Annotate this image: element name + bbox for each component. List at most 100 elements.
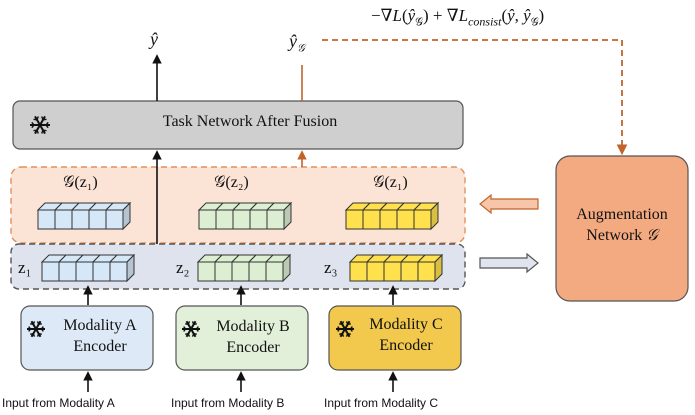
snowflake-branch [36, 116, 39, 121]
cube-front-face [215, 209, 234, 230]
cube-side-face [434, 253, 443, 283]
input-label-c: Input from Modality C [324, 396, 439, 410]
cube-front-face [249, 209, 268, 230]
cube-front-face [231, 261, 250, 282]
cube-front-face [379, 209, 398, 230]
snowflake-branch [187, 333, 191, 337]
augmented-label-a: 𝒢(z₁) [63, 174, 98, 191]
snowflake-branch [341, 333, 345, 337]
cube-front-face [413, 209, 432, 230]
latent-label-z1: z₁ [18, 258, 32, 277]
snowflake-branch [45, 121, 49, 126]
augmented-cubes-b [197, 201, 293, 231]
output-y-hat: ŷ [150, 29, 158, 49]
latent-cubes-z3 [348, 253, 444, 283]
cube-front-face [71, 209, 90, 230]
input-label-a: Input from Modality A [2, 396, 115, 410]
snowflake-branch [191, 333, 195, 337]
cube-front-face [105, 209, 124, 230]
cube-front-face [383, 261, 402, 282]
snowflake-branch [349, 328, 353, 332]
snowflake-branch [36, 333, 40, 337]
snowflake-icon-encoder-b [182, 320, 200, 338]
augmentation-network-label: Augmentation Network 𝒢 [576, 206, 668, 244]
snowflake-branch [33, 118, 38, 121]
latent-label-z3: z₃ [324, 258, 338, 277]
cube-front-face [198, 209, 217, 230]
block-arrow-right [479, 252, 539, 274]
task-network-box [12, 100, 464, 150]
snowflake-branch [40, 328, 44, 332]
snowflake-branch [45, 124, 49, 129]
snowflake-branch [41, 129, 44, 134]
augmented-cubes-a [36, 201, 132, 231]
cube-front-face [214, 261, 233, 282]
feature-cubes [36, 201, 444, 283]
snowflake-branch [345, 321, 349, 325]
cube-front-face [54, 209, 73, 230]
cube-front-face [37, 209, 56, 230]
snowflake-branch [337, 326, 341, 330]
block-arrow-left [479, 193, 539, 215]
output-y-hat-g: ŷ𝒢 [289, 31, 305, 55]
snowflake-icon-encoder-c [336, 320, 354, 338]
latent-cubes-z2 [196, 253, 292, 283]
cube-front-face [266, 209, 285, 230]
cube-front-face [362, 209, 381, 230]
cube-front-face [109, 261, 128, 282]
snowflake-branch [195, 328, 199, 332]
snowflake-branch [337, 328, 341, 332]
cube-front-face [75, 261, 94, 282]
snowflake-branch [32, 321, 36, 325]
cube-front-face [400, 261, 419, 282]
snowflake-center [189, 327, 193, 331]
snowflake-branch [195, 326, 199, 330]
snowflake-branch [33, 129, 38, 132]
cube-front-face [58, 261, 77, 282]
augmented-label-c: 𝒢(z₁) [373, 174, 408, 191]
snowflake-center [343, 327, 347, 331]
snowflake-branch [31, 124, 35, 129]
snowflake-branch [36, 129, 39, 134]
snowflake-branch [42, 118, 47, 121]
snowflake-branch [183, 326, 187, 330]
snowflake-icons [27, 115, 354, 338]
augmented-cubes-c [344, 201, 440, 231]
snowflake-branch [36, 321, 40, 325]
cube-side-face [430, 201, 439, 231]
cube-front-face [248, 261, 267, 282]
cube-front-face [88, 209, 107, 230]
modality-a-encoder-box [20, 305, 154, 371]
snowflake-branch [341, 321, 345, 325]
snowflake-icon-encoder-a [27, 320, 45, 338]
cube-front-face [396, 209, 415, 230]
loss-formula: −∇L(ŷ𝒢) + ∇Lconsist(ŷ, ŷ𝒢) [371, 6, 545, 29]
cube-side-face [122, 201, 131, 231]
input-label-b: Input from Modality B [171, 396, 285, 410]
modality-c-encoder-box [328, 305, 462, 371]
snowflake-branch [183, 328, 187, 332]
cube-front-face [197, 261, 216, 282]
snowflake-branch [40, 326, 44, 330]
snowflake-center [34, 327, 38, 331]
snowflake-branch [31, 121, 35, 126]
cube-side-face [126, 253, 135, 283]
cube-front-face [345, 209, 364, 230]
snowflake-center [38, 123, 42, 127]
cube-front-face [417, 261, 436, 282]
augmentation-network-box [555, 155, 689, 302]
snowflake-branch [41, 116, 44, 121]
snowflake-branch [187, 321, 191, 325]
latent-label-z2: z₂ [176, 258, 190, 277]
snowflake-branch [32, 333, 36, 337]
cube-front-face [232, 209, 251, 230]
snowflake-branch [28, 328, 32, 332]
latent-cubes-z1 [40, 253, 136, 283]
snowflake-branch [345, 333, 349, 337]
snowflake-branch [191, 321, 195, 325]
snowflake-branch [28, 326, 32, 330]
cube-front-face [41, 261, 60, 282]
